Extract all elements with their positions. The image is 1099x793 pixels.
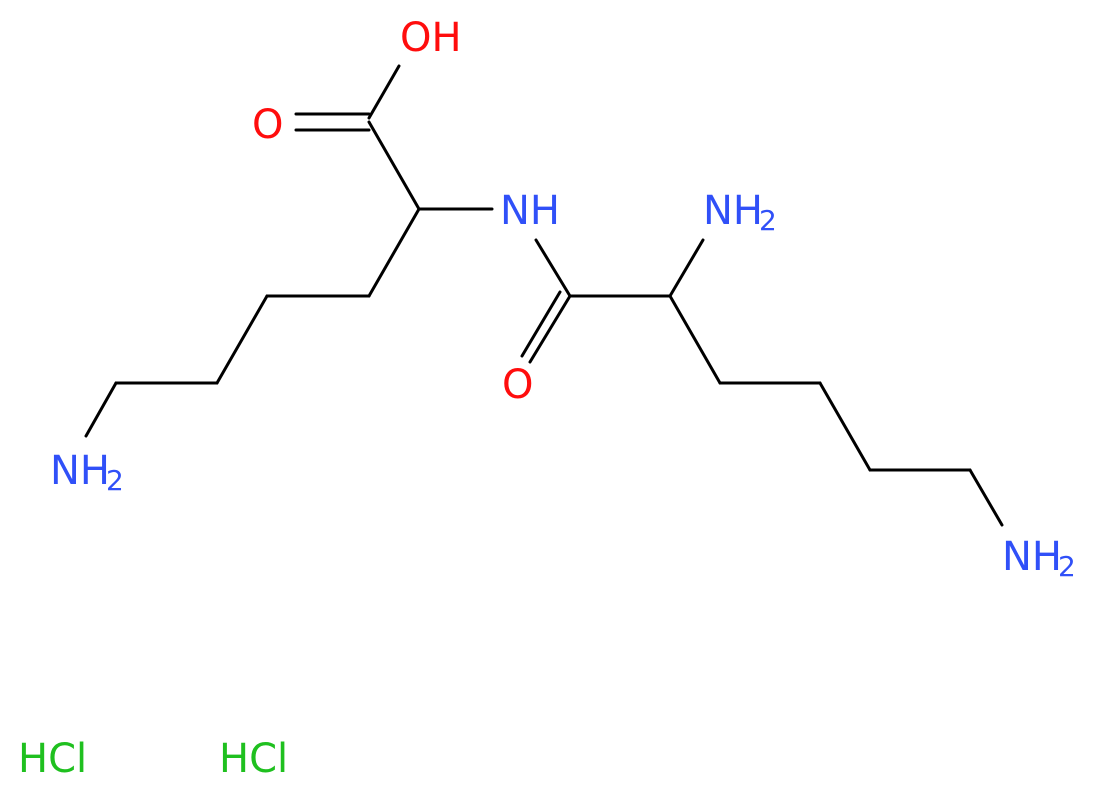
bond-amide-double-2: [520, 290, 562, 358]
hcl-label-2: HCl: [219, 736, 288, 782]
bond-chain-2: [215, 294, 269, 385]
hcl-label-1: HCl: [18, 736, 87, 782]
atom-labels: OH O NH NH 2 O NH 2 NH 2 HCl HCl: [18, 15, 1076, 782]
oh-label: OH: [400, 15, 462, 61]
bond-ca-chain: [367, 207, 421, 298]
bond-chain2-2: [818, 381, 872, 472]
right-amine-label: NH: [1002, 534, 1062, 580]
bond-ca2-chain: [668, 294, 722, 385]
nh-label: NH: [500, 188, 560, 234]
bond-amide-double-1: [528, 294, 572, 364]
bond-chain-4: [84, 381, 118, 438]
left-amine-label: NH: [50, 448, 110, 494]
bonds: [84, 64, 1004, 527]
bond-oh: [367, 64, 401, 120]
bond-ca2-nh2: [668, 238, 705, 298]
bond-chain2-4: [968, 468, 1004, 527]
left-amine-subscript: 2: [106, 464, 124, 497]
bond-nh-co: [534, 238, 572, 298]
bond-ca-cooh: [367, 120, 421, 211]
alpha-amine-subscript: 2: [759, 204, 777, 237]
alpha-amine-label: NH: [703, 188, 763, 234]
amide-oxygen-label: O: [502, 362, 533, 408]
right-amine-subscript: 2: [1058, 550, 1076, 583]
acid-oxygen-label: O: [252, 102, 283, 148]
